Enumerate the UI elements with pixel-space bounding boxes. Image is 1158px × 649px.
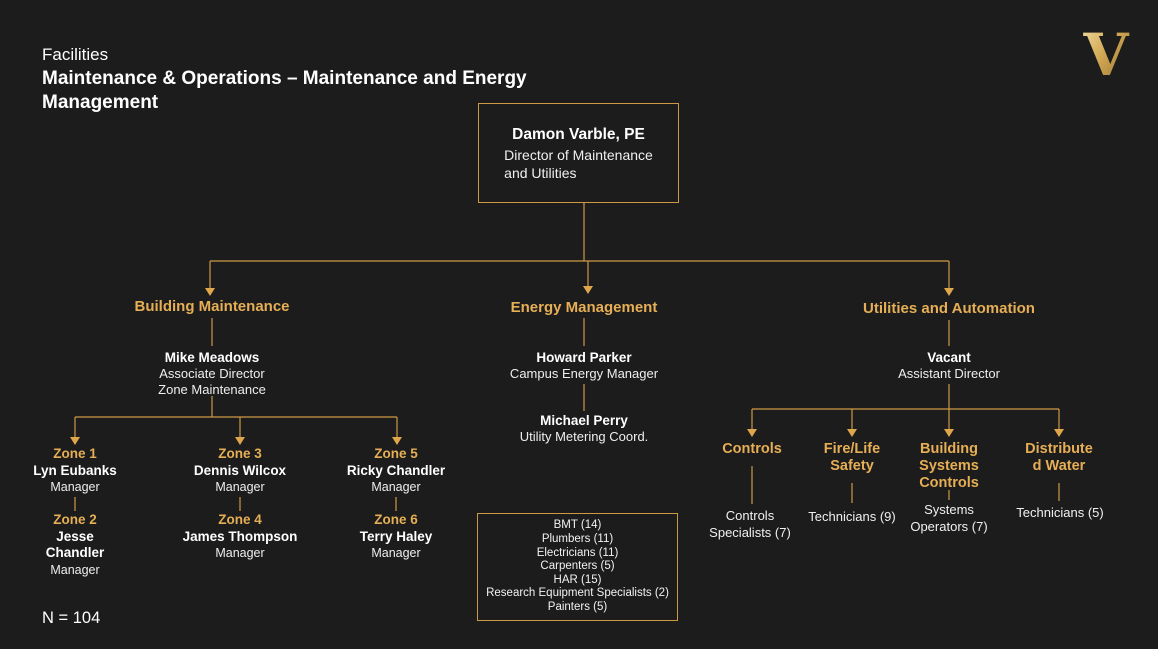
zone-card-5: Zone 5 Ricky Chandler Manager [321, 446, 471, 495]
zone-manager-title: Manager [215, 480, 265, 494]
team-staff-controls: Controls Specialists (7) [709, 508, 791, 540]
branch-header-utilities-automation: Utilities and Automation [863, 300, 1035, 317]
person-title: Associate Director Zone Maintenance [158, 366, 266, 397]
team-header-distributed-water: Distribute d Water [1025, 441, 1093, 474]
person-title: Campus Energy Manager [509, 366, 659, 381]
person-title: Utility Metering Coord. [519, 429, 649, 444]
person-card-michael-perry: Michael Perry Utility Metering Coord. [520, 413, 649, 445]
team-staff-distributed-water: Technicians (5) [1016, 505, 1104, 520]
zone-card-4: Zone 4 James Thompson Manager [165, 512, 315, 561]
team-header-building-systems-controls: Building Systems Controls [919, 441, 979, 491]
vanderbilt-v-logo-icon: V [1082, 28, 1129, 82]
zone-card-3: Zone 3 Dennis Wilcox Manager [165, 446, 315, 495]
trades-line: Carpenters (5) [540, 560, 615, 573]
zone-manager-name: Terry Haley [359, 528, 433, 544]
zone-label: Zone 5 [374, 446, 418, 461]
trades-headcount-box: BMT (14) Plumbers (11) Electricians (11)… [477, 513, 678, 621]
zone-card-6: Zone 6 Terry Haley Manager [321, 512, 471, 561]
person-card-howard-parker: Howard Parker Campus Energy Manager [510, 350, 658, 382]
slide-title: Maintenance & Operations – Maintenance a… [42, 68, 527, 113]
zone-manager-name: Jesse Chandler [45, 528, 105, 561]
person-name: Vacant [927, 350, 971, 365]
person-name: Michael Perry [540, 413, 628, 428]
zone-manager-name: Dennis Wilcox [193, 462, 287, 478]
zone-manager-title: Manager [371, 480, 421, 494]
zone-label: Zone 6 [374, 512, 418, 527]
zone-manager-title: Manager [215, 546, 265, 560]
team-header-controls: Controls [722, 441, 782, 457]
trades-line: Plumbers (11) [541, 533, 614, 546]
logo-v-glyph: V [1082, 28, 1129, 82]
zone-label: Zone 2 [53, 512, 97, 527]
person-card-mike-meadows: Mike Meadows Associate Director Zone Mai… [158, 350, 266, 397]
zone-label: Zone 4 [218, 512, 262, 527]
zone-card-1: Zone 1 Lyn Eubanks Manager [0, 446, 150, 495]
director-box: Damon Varble, PE Director of Maintenance… [478, 103, 679, 203]
zone-manager-title: Manager [50, 480, 100, 494]
zone-manager-title: Manager [371, 546, 421, 560]
person-name: Howard Parker [536, 350, 632, 365]
person-title: Assistant Director [898, 366, 1000, 381]
director-title: Director of Maintenance and Utilities [504, 146, 653, 181]
team-header-fire-life-safety: Fire/Life Safety [823, 441, 881, 474]
team-staff-fire-life-safety: Technicians (9) [808, 509, 896, 524]
zone-manager-name: James Thompson [182, 528, 298, 544]
director-name: Damon Varble, PE [512, 125, 645, 143]
zone-label: Zone 3 [218, 446, 262, 461]
headcount-footnote: N = 104 [42, 609, 101, 627]
branch-header-energy-management: Energy Management [510, 299, 658, 316]
branch-header-building-maintenance: Building Maintenance [134, 298, 290, 315]
trades-line: Electricians (11) [536, 546, 619, 559]
zone-card-2: Zone 2 Jesse Chandler Manager [0, 512, 150, 578]
zone-manager-title: Manager [50, 562, 100, 577]
trades-line: Painters (5) [547, 600, 608, 613]
zone-manager-name: Ricky Chandler [346, 462, 446, 478]
slide-eyebrow: Facilities [42, 45, 109, 64]
person-name: Mike Meadows [164, 350, 260, 365]
trades-line: HAR (15) [553, 573, 602, 586]
person-card-vacant: Vacant Assistant Director [898, 350, 1000, 382]
trades-line: BMT (14) [553, 519, 602, 532]
team-staff-building-systems-controls: Systems Operators (7) [910, 502, 988, 534]
zone-label: Zone 1 [53, 446, 97, 461]
zone-manager-name: Lyn Eubanks [33, 462, 117, 478]
trades-line: Research Equipment Specialists (2) [486, 587, 669, 600]
